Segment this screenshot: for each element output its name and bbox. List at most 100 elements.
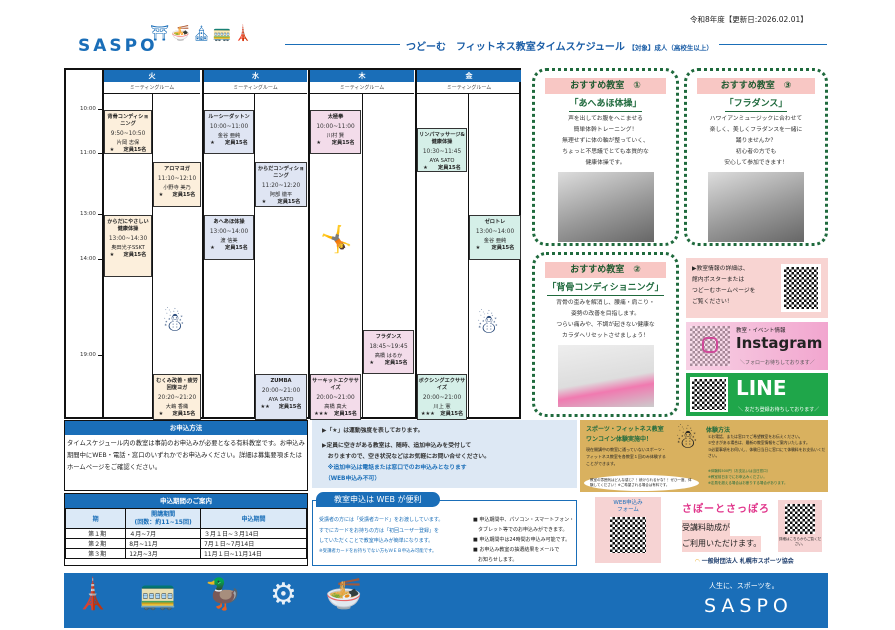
trial-footnote: ※教室前日までにお申込みください。 — [708, 474, 767, 479]
title-text: つどーむ フィットネス教室タイムスケジュール — [406, 42, 625, 53]
line-qr-code[interactable] — [690, 377, 728, 412]
class-time: 10:00~11:00 — [209, 124, 249, 131]
intensity-stars: ★ — [369, 359, 375, 366]
col-header-line: (回数：約11~15回) — [134, 518, 192, 526]
note-line: ▶「★」は運動強度を表しております。 — [322, 428, 424, 434]
note-line: ▶定員に空きがある教室は、随時、追加申込みを受付して — [322, 443, 472, 449]
intensity-stars: ★ — [109, 146, 115, 153]
web-line: すでにカードをお持ちの方は「初回ユーザー登録」を — [319, 527, 439, 534]
desc-line: 初心者の方でも — [735, 149, 777, 155]
class-name: からだコンディショニング — [257, 166, 305, 180]
intensity-stars: ★★★ — [314, 410, 329, 417]
homepage-qr-code[interactable] — [781, 264, 821, 312]
mascot-on-mat-icon: 🤸 — [320, 225, 353, 255]
subsidy-line: ご利用いただけます。 — [682, 536, 762, 552]
trial-step: ①お電話、または窓口でご希望教室をお伝えください。 — [708, 434, 803, 439]
divider — [254, 94, 255, 417]
desc-line: 健康体操です。 — [585, 160, 626, 166]
capacity: 定員15名 — [440, 410, 464, 417]
intensity-stars: ★ — [261, 198, 267, 205]
divider — [202, 70, 204, 417]
subsidy-qr-code[interactable] — [785, 504, 815, 534]
recommend-desc: ハワイアンミュージックに合わせて楽しく、美しくフラダンスを一緒に踊りませんか？初… — [687, 114, 825, 169]
room-label: ミーティングルーム — [204, 82, 307, 94]
class-instructor: 川上 憲 — [433, 403, 451, 410]
class-name: サーキットエクササイズ — [312, 378, 359, 392]
subsidy-text: 受講料助成がご利用いただけます。 — [682, 520, 762, 552]
class-instructor: 高橋 はるか — [374, 352, 403, 359]
capacity: 定員15名 — [331, 139, 355, 146]
class-instructor: 阿部 徹平 — [269, 191, 293, 198]
divider — [415, 70, 417, 417]
instagram-banner[interactable]: 教室・イベント情報 Instagram ＼フォローお待ちしております／ — [686, 322, 828, 370]
cell: 11月１日~11月14日 — [199, 548, 308, 559]
desc-line: 楽しく、美しくフラダンスを一緒に — [709, 127, 803, 133]
class-instructor: AYA SATO — [429, 157, 455, 164]
class-name: アロマヨガ — [164, 166, 190, 172]
desc-line: 姿勢の改善を目指します。 — [571, 311, 640, 317]
desc-line: カラダへリセットさせましょう！ — [562, 333, 649, 339]
class-name: からだにやさしい健康体操 — [107, 219, 149, 233]
class-photo — [557, 345, 654, 407]
class-instructor: 大嶋 香織 — [165, 403, 189, 410]
cell: 第２期 — [64, 538, 127, 549]
time-label: 13:00 — [80, 211, 96, 217]
room-label: ミーティングルーム — [104, 82, 200, 94]
web-form-qr-panel[interactable]: WEB申込み フォーム — [595, 497, 661, 563]
apply-heading: お申込方法 — [65, 421, 307, 435]
web-apply-box: 受講者の方には「受講者カード」をお渡ししています。すでにカードをお持ちの方は「初… — [312, 500, 577, 566]
info-line: つどーむホームページを — [692, 288, 756, 294]
intensity-stars: ★ — [210, 139, 215, 146]
class-name: ボクシングエクササイズ — [418, 378, 466, 392]
web-form-qr-code[interactable] — [610, 517, 646, 554]
instagram-qr-code[interactable] — [690, 326, 730, 366]
recommend-heading: おすすめ教室 ① — [545, 78, 666, 94]
recommend-card-2: おすすめ教室 ② 「背骨コンディショニング」 背骨の歪みを解消し、腰痛・肩こり・… — [532, 252, 679, 417]
capacity: 定員15名 — [225, 244, 248, 251]
class-time: 11:10~12:10 — [157, 176, 197, 183]
intensity-stars: ★ — [316, 139, 322, 146]
capacity: 定員15名 — [172, 191, 196, 198]
desc-line: 安心して参加できます！ — [724, 160, 788, 166]
note-line: おりますので、空き状況などはお気軽にお問い合せください。 — [322, 454, 490, 460]
web-line: ■ お申込み教室の抽選結果をメールで — [473, 547, 560, 553]
room-label: ミーティングルーム — [310, 82, 414, 94]
class-name: むくみ改善・疲労回復ヨガ — [156, 378, 198, 392]
col-header: 期 — [64, 508, 127, 529]
note-line: （WEB申込み不可） — [322, 476, 381, 482]
intensity-stars: ★ — [423, 164, 428, 171]
intensity-stars: ★★ — [260, 403, 270, 410]
class-time: 13:00~14:30 — [108, 236, 148, 243]
trial-how-heading: 体験方法 — [706, 427, 731, 434]
desc-line: 簡単体幹トレーニング！ — [573, 127, 638, 133]
class-instructor: 高橋 真大 — [324, 403, 347, 410]
capacity: 定員15名 — [172, 410, 196, 417]
class-instructor: 小野寺 美乃 — [163, 184, 191, 191]
line-banner[interactable]: LINE ＼ 友だち登録お待ちしております／ — [686, 373, 828, 416]
subsidy-qr-panel[interactable]: 詳細はこちらからご覧ください。 — [778, 500, 822, 552]
footer-illustration-icon: 🗼🚃🦆⚙🍜 — [74, 577, 391, 612]
trial-box: スポーツ・フィットネス教室ワンコイン体験実施中！ 現在開講中の教室に通っていない… — [580, 420, 828, 492]
intensity-stars: ★ — [210, 244, 215, 251]
info-text: ▶教室情報の詳細は、館内ポスターまたはつどーむホームページをご覧ください！ — [692, 264, 772, 308]
org-text: 一般財団法人 札幌市スポーツ協会 — [701, 558, 794, 565]
class-name: ルーシーダットン — [208, 114, 250, 120]
cell: 第３期 — [64, 548, 127, 559]
class-name: あへあほ体操 — [213, 219, 245, 225]
class-instructor: 川村 賢 — [326, 132, 345, 139]
